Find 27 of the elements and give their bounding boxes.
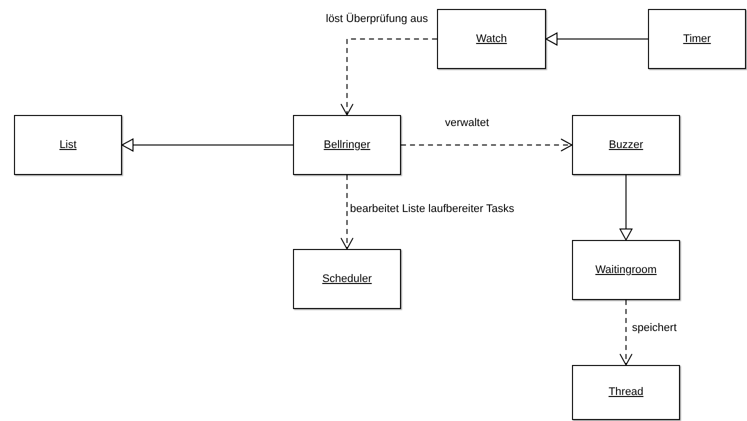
edge-label: verwaltet [445,116,490,130]
edge-label: löst Überprüfung aus [326,12,428,26]
dependency-arrow [340,174,354,250]
class-box [572,115,680,175]
class-box [293,115,401,175]
class-box [293,249,401,309]
dependency-arrow [400,138,572,152]
generalization-arrow [122,138,294,152]
class-name: Scheduler [322,272,372,287]
class-name: Buzzer [608,138,644,153]
class-name: Thread [608,385,644,400]
class-name: Bellringer [324,138,370,153]
class-name: Waitingroom [595,262,657,278]
edge-label: bearbeitet Liste laufbereiter Tasks [350,202,514,216]
class-box [572,240,680,300]
class-name: Timer [683,32,711,47]
class-box [14,115,122,175]
generalization-arrow [620,174,632,240]
class-box [572,365,680,420]
class-box [437,9,546,69]
edge-label: speichert [632,321,677,335]
class-name: List [59,138,77,153]
class-name: Watch [476,32,507,47]
generalization-arrow [546,32,648,46]
class-box [648,9,746,69]
dependency-arrow [340,38,438,116]
dependency-arrow [620,300,632,366]
